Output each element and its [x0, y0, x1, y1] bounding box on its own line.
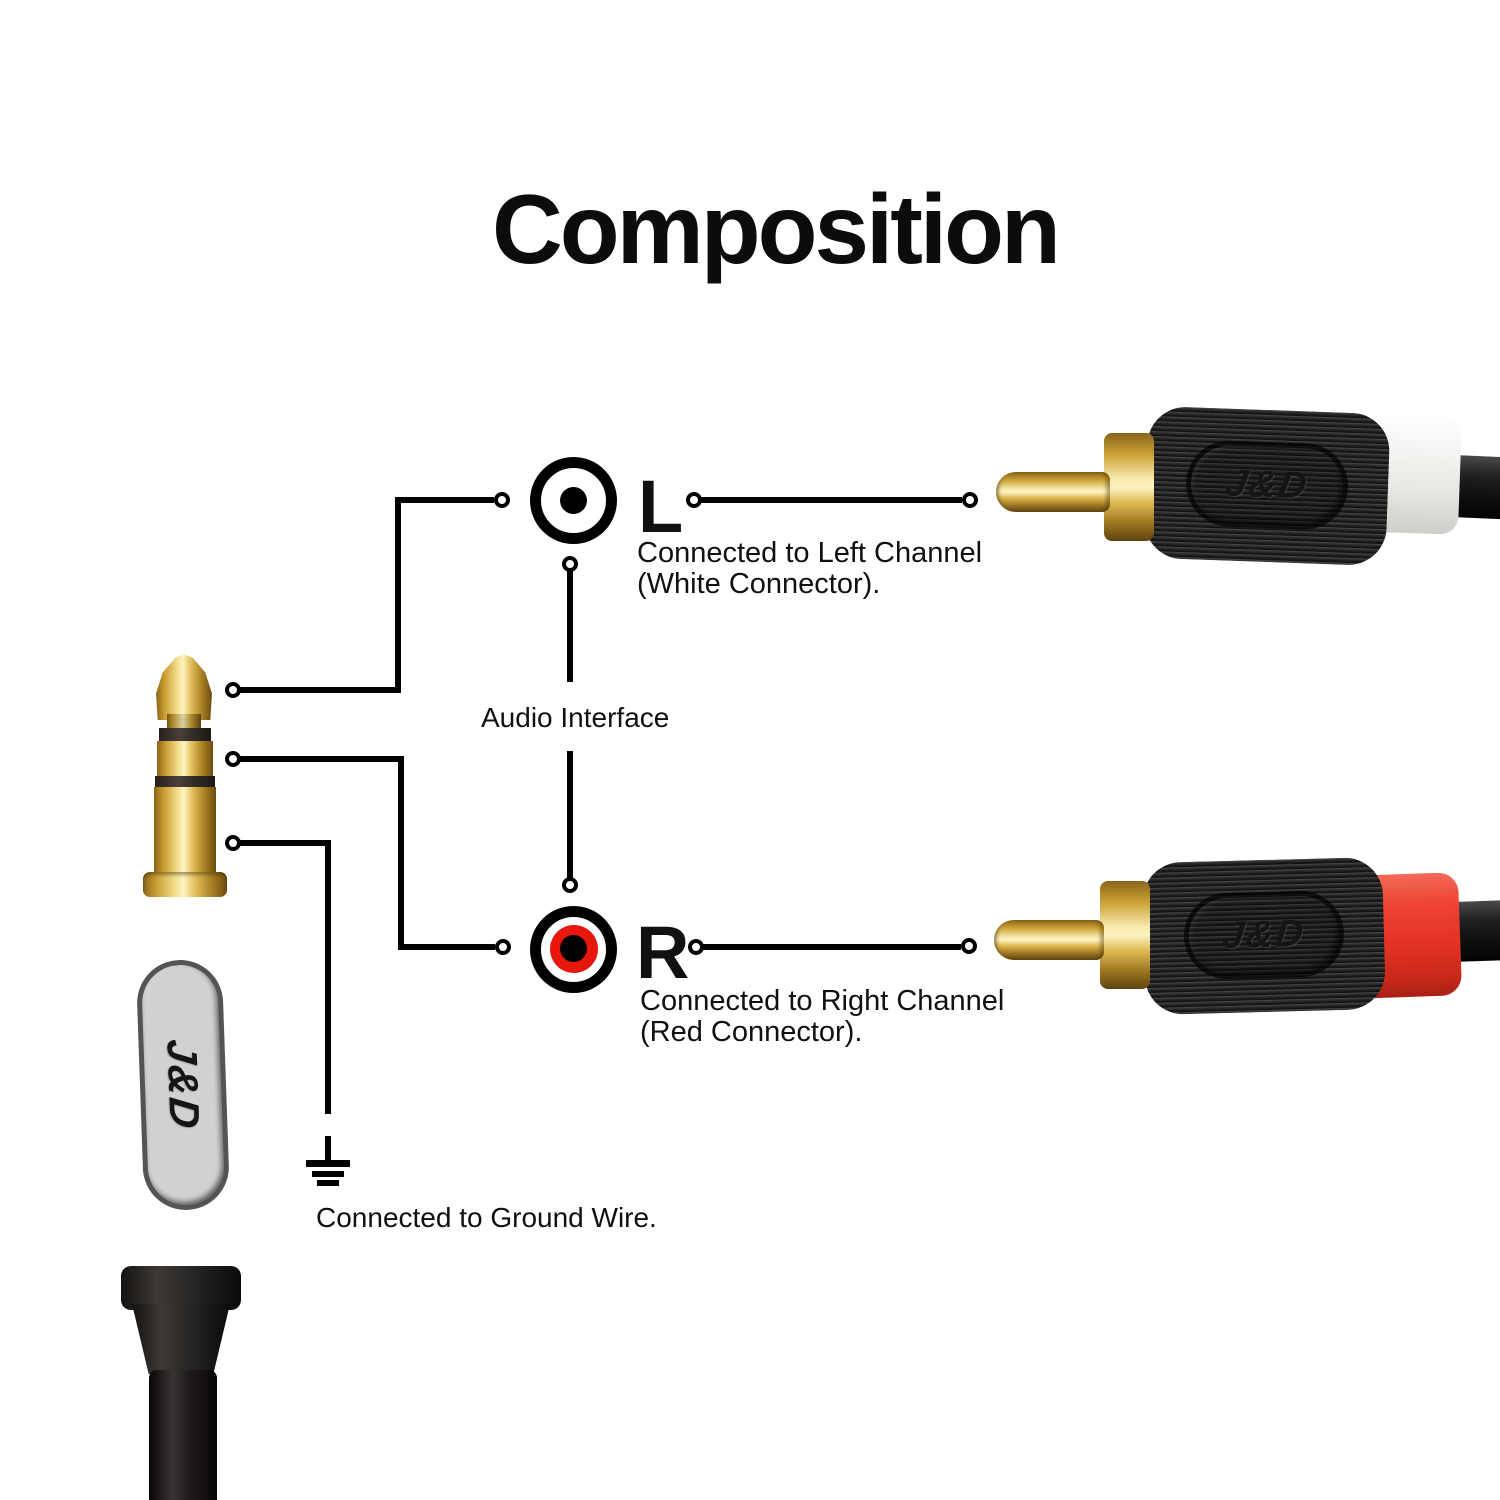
jack-insulator-band-1: [159, 728, 211, 743]
left-channel-letter: L: [638, 465, 684, 548]
jack-flange: [143, 872, 227, 897]
jack-insulator-band-2: [155, 776, 215, 790]
wire-node: [688, 939, 704, 955]
wire-node: [686, 492, 702, 508]
wire-node: [961, 938, 977, 954]
white-plug-body: J&D: [1143, 405, 1391, 567]
jack-tip: [156, 654, 212, 720]
right-desc-line2: (Red Connector).: [640, 1016, 863, 1048]
red-plug-collar: [1100, 881, 1150, 989]
jack-plastic-body: [108, 893, 254, 1273]
jack-neck: [167, 714, 201, 732]
jack-brand-oval: J&D: [135, 958, 231, 1212]
wire-node: [962, 492, 978, 508]
audio-interface-label: Audio Interface: [481, 702, 670, 733]
white-plug-pin: [996, 472, 1110, 512]
right-port-to-plug-wire: [702, 944, 961, 950]
wire-node: [225, 835, 241, 851]
wire-node: [225, 682, 241, 698]
right-channel-description: Connected to Right Channel (Red Connecto…: [640, 986, 1004, 1048]
jack-ring-segment: [157, 741, 213, 779]
wire-node: [225, 751, 241, 767]
wire-node: [562, 556, 578, 572]
page-title: Composition: [492, 174, 1061, 284]
red-plug-body: J&D: [1142, 856, 1386, 1016]
wire-node: [494, 492, 510, 508]
wire-node: [495, 939, 511, 955]
brand-logo: J&D: [158, 1037, 209, 1133]
left-desc-line2: (White Connector).: [637, 568, 881, 600]
jack-cable: [149, 1370, 217, 1500]
red-plug-pin: [994, 920, 1104, 960]
left-desc-line1: Connected to Left Channel: [637, 537, 983, 569]
wire-node: [562, 877, 578, 893]
left-channel-description: Connected to Left Channel (White Connect…: [637, 538, 982, 600]
brand-logo: J&D: [1220, 912, 1308, 957]
right-channel-letter: R: [636, 911, 690, 994]
white-plug-collar: [1104, 433, 1154, 541]
ground-wire-label: Connected to Ground Wire.: [316, 1202, 657, 1233]
right-desc-line1: Connected to Right Channel: [640, 985, 1005, 1017]
brand-logo: J&D: [1222, 462, 1312, 507]
jack-strain-taper: [132, 1304, 230, 1374]
jack-sleeve: [154, 787, 216, 877]
left-port-to-plug-wire: [700, 497, 962, 503]
jack-strain-collar: [121, 1266, 241, 1310]
